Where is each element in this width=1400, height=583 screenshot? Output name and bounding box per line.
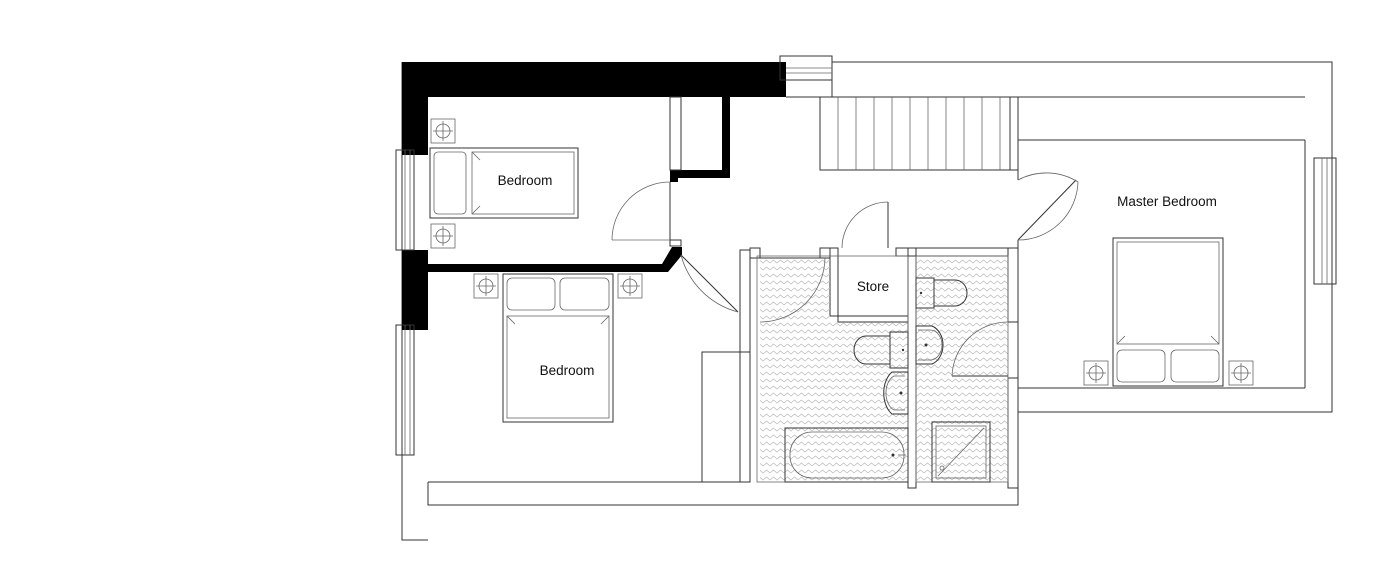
window-icon [779,55,833,81]
lamp-icon [1228,360,1254,386]
window-icon [1313,157,1337,285]
door-swing-icon [1017,172,1079,241]
basin-icon [915,325,944,365]
lamp-icon [430,118,456,144]
window-icon [395,149,415,251]
structural-walls [402,62,786,330]
lamp-icon [473,273,499,299]
staircase-icon [819,96,1018,171]
pillow-icon [1116,349,1166,383]
bed-icon [429,147,579,219]
basin-icon [883,371,909,415]
door-swing-icon [759,257,826,323]
bed-icon [502,273,614,423]
room-label-master-bedroom: Master Bedroom [1117,194,1217,209]
bath-icon [784,427,909,483]
pillow-icon [559,277,610,311]
window-icon [395,324,415,456]
room-label-bedroom-second: Bedroom [540,363,595,378]
door-swing-icon [680,254,739,313]
pillow-icon [506,277,556,311]
pillow-icon [1170,349,1220,383]
lamp-icon [430,223,456,249]
shower-tray-icon [931,421,991,483]
room-label-store: Store [857,279,889,294]
lamp-icon [1083,360,1109,386]
door-swing-icon [841,201,889,249]
bed-icon [1112,237,1224,387]
door-swing-icon [611,181,671,241]
toilet-icon [853,331,909,369]
toilet-icon [915,277,968,309]
lamp-icon [617,273,643,299]
door-swing-icon [951,321,1009,377]
room-label-bedroom-small: Bedroom [498,173,553,188]
